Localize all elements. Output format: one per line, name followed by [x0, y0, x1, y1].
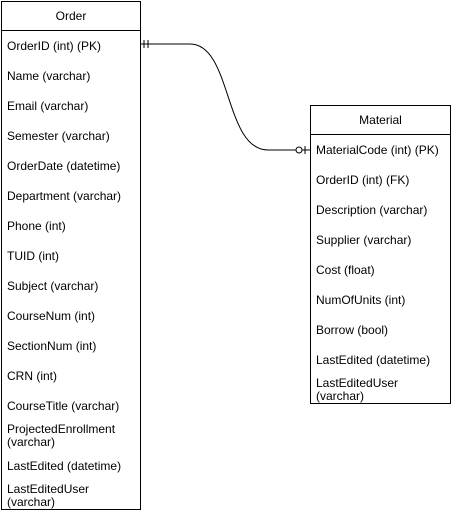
material-attr-lastediteduser[interactable]: LastEditedUser (varchar) [316, 376, 399, 403]
order-attr-lastedited[interactable]: LastEdited (datetime) [7, 459, 122, 473]
material-attribute-list: MaterialCode (int) (PK) OrderID (int) (F… [311, 135, 450, 405]
material-attr-lastedited[interactable]: LastEdited (datetime) [316, 353, 431, 367]
order-entity-title: Order [2, 2, 140, 31]
order-attr-name[interactable]: Name (varchar) [7, 69, 91, 83]
material-attr-supplier[interactable]: Supplier (varchar) [316, 233, 412, 247]
relationship-line [141, 43, 310, 151]
material-attr-materialcode[interactable]: MaterialCode (int) (PK) [316, 143, 439, 157]
order-attr-orderdate[interactable]: OrderDate (datetime) [7, 159, 121, 173]
order-attr-phone[interactable]: Phone (int) [7, 219, 66, 233]
order-attr-tuid[interactable]: TUID (int) [7, 249, 59, 263]
order-attr-department[interactable]: Department (varchar) [7, 189, 122, 203]
order-attribute-list: OrderID (int) (PK) Name (varchar) Email … [2, 31, 140, 511]
order-attr-crn[interactable]: CRN (int) [7, 369, 57, 383]
material-attr-description[interactable]: Description (varchar) [316, 203, 428, 217]
material-attr-cost[interactable]: Cost (float) [316, 263, 375, 277]
order-attr-sectionnum[interactable]: SectionNum (int) [7, 339, 97, 353]
order-entity[interactable]: Order OrderID (int) (PK) Name (varchar) … [1, 1, 141, 510]
order-attr-email[interactable]: Email (varchar) [7, 99, 89, 113]
order-attr-orderid[interactable]: OrderID (int) (PK) [7, 39, 102, 53]
order-attr-coursenum[interactable]: CourseNum (int) [7, 309, 96, 323]
cardinality-one-mandatory-icon [143, 40, 149, 48]
order-attr-subject[interactable]: Subject (varchar) [7, 279, 99, 293]
order-attr-lastediteduser[interactable]: LastEditedUser (varchar) [7, 482, 90, 509]
order-attr-coursetitle[interactable]: CourseTitle (varchar) [7, 399, 120, 413]
material-attr-orderid[interactable]: OrderID (int) (FK) [316, 173, 410, 187]
material-entity-title: Material [311, 106, 450, 135]
cardinality-zero-or-one-icon [295, 146, 306, 154]
material-attr-numofunits[interactable]: NumOfUnits (int) [316, 293, 406, 307]
order-attr-semester[interactable]: Semester (varchar) [7, 129, 110, 143]
order-attr-projectedenrollment[interactable]: ProjectedEnrollment (varchar) [7, 422, 116, 449]
material-attr-borrow[interactable]: Borrow (bool) [316, 323, 389, 337]
material-entity[interactable]: Material MaterialCode (int) (PK) OrderID… [310, 105, 451, 404]
